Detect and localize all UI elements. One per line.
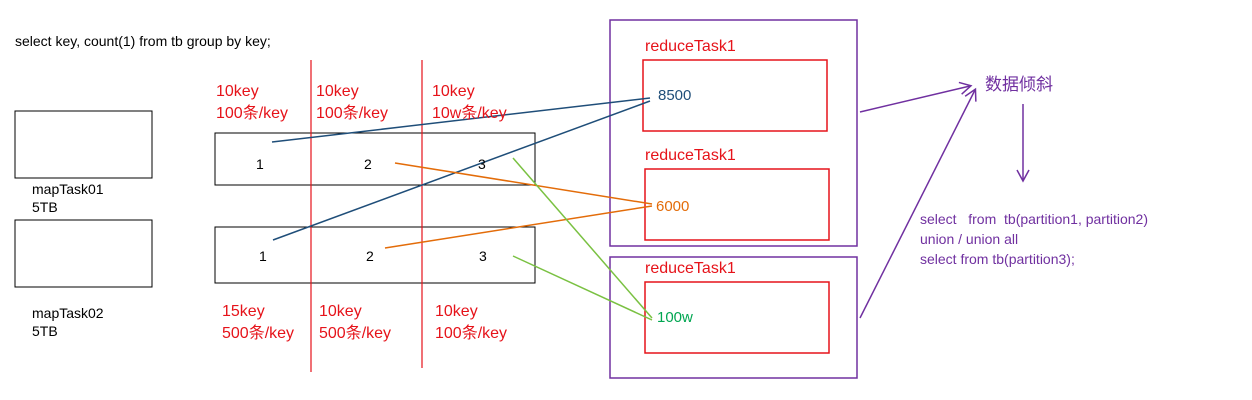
top-stat-3-keys: 10key xyxy=(432,83,475,100)
top-stat-2: 10key 100条/key xyxy=(316,81,388,125)
bottom-stat-2-keys: 10key xyxy=(319,303,362,320)
top-stat-1-keys: 10key xyxy=(216,83,259,100)
green-connector-1 xyxy=(512,157,653,319)
map-task-1-size: 5TB xyxy=(32,199,58,215)
reduce-box-2 xyxy=(644,168,830,241)
map-task-2-size: 5TB xyxy=(32,323,58,339)
reduce-task-3-title: reduceTask1 xyxy=(645,260,736,277)
partition-2-3: 3 xyxy=(479,248,487,264)
bottom-stat-3-keys: 10key xyxy=(435,303,478,320)
partition-1-1: 1 xyxy=(256,156,264,172)
bottom-stat-1-rows: 500条/key xyxy=(222,325,295,342)
bottom-stat-3-rows: 100条/key xyxy=(435,325,508,342)
bottom-stat-1: 15key 500条/key xyxy=(222,301,294,345)
reduce-container-1 xyxy=(609,19,858,247)
reduce-task-2-value: 6000 xyxy=(656,198,690,215)
reduce-task-3-value: 100w xyxy=(657,309,693,326)
map-task-1-box xyxy=(14,110,153,179)
orange-connector-1 xyxy=(394,162,653,205)
blue-connector-2 xyxy=(272,100,651,241)
map-task-1-label: mapTask01 5TB xyxy=(32,180,104,216)
partition-1-3: 3 xyxy=(478,156,486,172)
top-stat-2-rows: 100条/key xyxy=(316,105,389,122)
green-connector-2 xyxy=(512,255,653,321)
top-stat-1-rows: 100条/key xyxy=(216,105,289,122)
union-sql-line-1: select from tb(partition1, partition2) xyxy=(920,211,1148,227)
bottom-stat-2-rows: 500条/key xyxy=(319,325,392,342)
partition-row-1 xyxy=(214,132,536,186)
map-task-2-name: mapTask02 xyxy=(32,305,104,321)
top-stat-2-keys: 10key xyxy=(316,83,359,100)
top-stat-3-rows: 10w条/key xyxy=(432,105,507,122)
union-solution-sql: select from tb(partition1, partition2) u… xyxy=(920,209,1148,269)
map-task-2-box xyxy=(14,219,153,288)
data-skew-label: 数据倾斜 xyxy=(985,75,1053,94)
reduce-container-2 xyxy=(609,256,858,379)
union-sql-line-2: union / union all xyxy=(920,231,1019,247)
orange-connector-2 xyxy=(384,205,653,249)
bottom-stat-3: 10key 100条/key xyxy=(435,301,507,345)
blue-connector-1 xyxy=(271,97,651,143)
top-stat-3: 10key 10w条/key xyxy=(432,81,507,125)
partition-2-1: 1 xyxy=(259,248,267,264)
bottom-stat-2: 10key 500条/key xyxy=(319,301,391,345)
bottom-stat-1-keys: 15key xyxy=(222,303,265,320)
reduce-task-1-title: reduceTask1 xyxy=(645,38,736,55)
group-by-query: select key, count(1) from tb group by ke… xyxy=(15,33,271,49)
reduce-task-2-title: reduceTask1 xyxy=(645,147,736,164)
reduce-box-1 xyxy=(642,59,828,132)
union-sql-line-3: select from tb(partition3); xyxy=(920,251,1075,267)
partition-row-2 xyxy=(214,226,536,284)
partition-1-2: 2 xyxy=(364,156,372,172)
map-task-1-name: mapTask01 xyxy=(32,181,104,197)
reduce-task-1-value: 8500 xyxy=(658,87,692,104)
skew-arrow-2 xyxy=(859,87,977,319)
partition-2-2: 2 xyxy=(366,248,374,264)
map-task-2-label: mapTask02 5TB xyxy=(32,304,104,340)
skew-arrow-1 xyxy=(859,81,973,113)
top-stat-1: 10key 100条/key xyxy=(216,81,288,125)
